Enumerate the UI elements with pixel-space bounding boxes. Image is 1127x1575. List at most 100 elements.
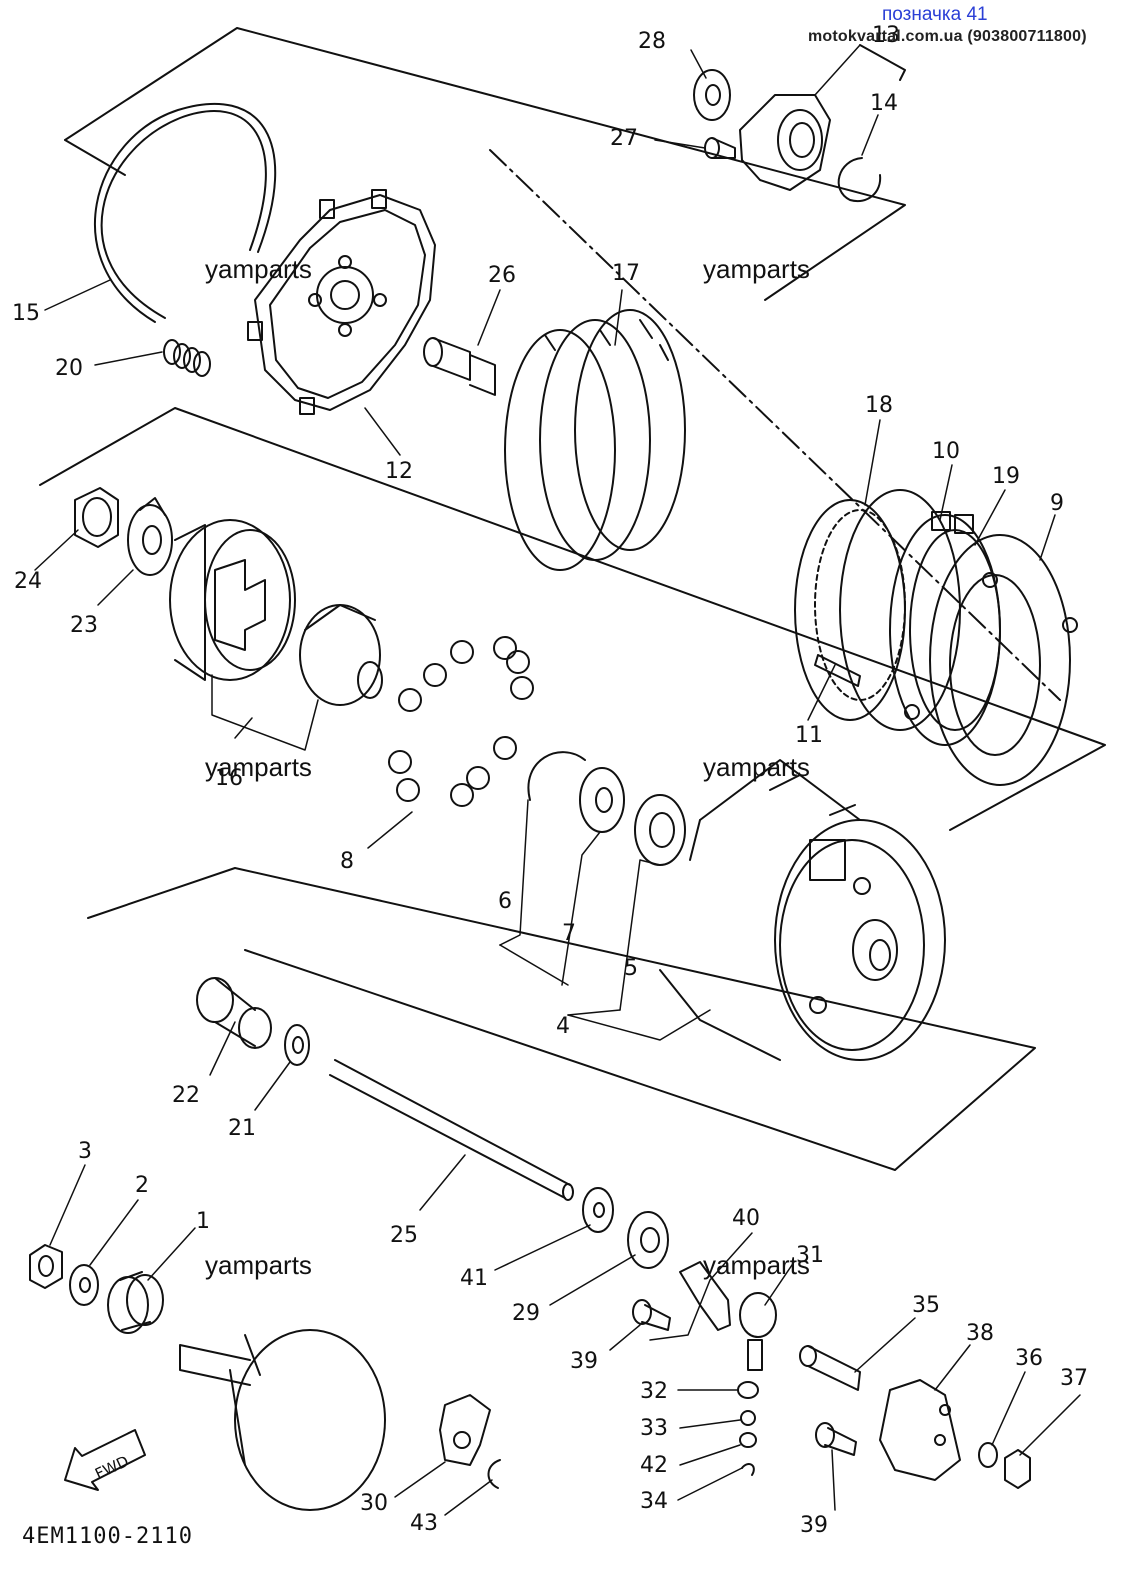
callout-17: 17 — [612, 261, 640, 286]
part-38-bracket — [879, 1379, 961, 1481]
callout-14: 14 — [870, 91, 898, 116]
callout-19: 19 — [992, 464, 1020, 489]
callout-5: 5 — [624, 956, 638, 981]
callout-22: 22 — [172, 1083, 200, 1108]
part-2-washer — [69, 1264, 99, 1306]
part-37-nut — [1004, 1449, 1031, 1489]
watermark: yamparts — [205, 254, 312, 284]
part-3-nut — [29, 1244, 63, 1289]
callout-12: 12 — [385, 459, 413, 484]
callout-37: 37 — [1060, 1366, 1088, 1391]
callout-7: 7 — [562, 921, 576, 946]
header-contact: motokvartal.com.ua (903800711800) — [808, 28, 1087, 45]
callout-13: 13 — [872, 23, 900, 48]
assembly-outline-lower — [87, 867, 1036, 1171]
part-24-nut — [74, 487, 119, 548]
callout-18: 18 — [865, 393, 893, 418]
callout-4: 4 — [556, 1014, 570, 1039]
callout-15: 15 — [12, 301, 40, 326]
callout-8: 8 — [340, 849, 354, 874]
watermark: yamparts — [703, 1250, 810, 1280]
part-14-circlip — [837, 157, 882, 203]
callout-numbers: 1 2 3 4 5 6 7 8 9 10 11 12 13 14 15 16 1… — [12, 23, 1088, 1538]
callout-9: 9 — [1050, 491, 1064, 516]
callout-11: 11 — [795, 723, 823, 748]
part-21-washer — [284, 1024, 310, 1066]
watermark: yamparts — [703, 254, 810, 284]
part-6-circlip — [527, 751, 586, 801]
part-19-plate — [889, 514, 1001, 746]
part-9-plate — [904, 534, 1078, 786]
part-41-washer — [582, 1187, 614, 1233]
diagram-code: 4EM1100-2110 — [22, 1524, 193, 1549]
part-15-ring — [93, 102, 277, 323]
callout-39a: 39 — [570, 1349, 598, 1374]
part-36-washer — [978, 1442, 998, 1468]
callout-16: 16 — [215, 766, 243, 791]
part-30-plate — [439, 1394, 491, 1466]
callout-42: 42 — [640, 1453, 668, 1478]
part-13-bearing-housing — [739, 94, 831, 191]
callout-2: 2 — [135, 1173, 149, 1198]
part-28-seal — [693, 69, 731, 121]
part-26-push-rod — [423, 337, 496, 396]
callout-34: 34 — [640, 1489, 668, 1514]
callout-29: 29 — [512, 1301, 540, 1326]
callout-32: 32 — [640, 1379, 668, 1404]
fwd-arrow-icon — [64, 1429, 146, 1491]
watermark: yamparts — [205, 1250, 312, 1280]
callout-43: 43 — [410, 1511, 438, 1536]
part-1-gear — [107, 1271, 164, 1334]
part-35-bolt — [799, 1345, 861, 1391]
assembly-outline-top-right — [859, 44, 906, 81]
part-33-washer — [740, 1410, 756, 1426]
watermark: yamparts — [205, 752, 312, 782]
part-16-hub — [299, 604, 383, 706]
part-8-balls — [388, 636, 534, 807]
callout-20: 20 — [55, 356, 83, 381]
callout-28: 28 — [638, 29, 666, 54]
part-4-clutch-housing — [659, 759, 946, 1061]
callout-36: 36 — [1015, 1346, 1043, 1371]
callout-25: 25 — [390, 1223, 418, 1248]
part-23-lock-washer — [127, 497, 173, 576]
fwd-label: FWD — [92, 1452, 131, 1483]
callout-1: 1 — [196, 1209, 210, 1234]
crankshaft — [179, 1329, 386, 1511]
part-17-friction-plates — [504, 309, 686, 571]
part-32-washer — [737, 1381, 759, 1399]
part-16-clutch — [169, 519, 296, 681]
callout-41: 41 — [460, 1266, 488, 1291]
callout-23: 23 — [70, 613, 98, 638]
part-42-washer — [739, 1432, 757, 1448]
callout-40: 40 — [732, 1206, 760, 1231]
leader-lines — [34, 44, 1081, 1516]
callout-30: 30 — [360, 1491, 388, 1516]
callout-33: 33 — [640, 1416, 668, 1441]
part-7-washer — [579, 767, 625, 833]
callout-6: 6 — [498, 889, 512, 914]
callout-27: 27 — [610, 126, 638, 151]
callout-26: 26 — [488, 263, 516, 288]
axis-line — [489, 149, 1061, 701]
part-5-bearing — [634, 794, 686, 866]
callout-10: 10 — [932, 439, 960, 464]
part-12-pressure-plate — [247, 189, 436, 415]
part-22-collar — [196, 977, 272, 1049]
part-25-shaft — [329, 1059, 574, 1201]
header-title: позначка 41 — [882, 4, 988, 25]
part-18-plate — [794, 499, 906, 721]
part-39b-bolt — [815, 1422, 857, 1456]
part-31-cam — [739, 1292, 777, 1371]
assembly-outline-top — [64, 27, 906, 301]
watermark: yamparts — [703, 752, 810, 782]
callout-35: 35 — [912, 1293, 940, 1318]
part-34-clip — [741, 1463, 755, 1476]
callout-31: 31 — [796, 1243, 824, 1268]
callout-39b: 39 — [800, 1513, 828, 1538]
callout-21: 21 — [228, 1116, 256, 1141]
part-11-bolt — [814, 654, 861, 687]
part-29-bearing — [627, 1211, 669, 1269]
assembly-outline-middle — [39, 407, 1106, 831]
